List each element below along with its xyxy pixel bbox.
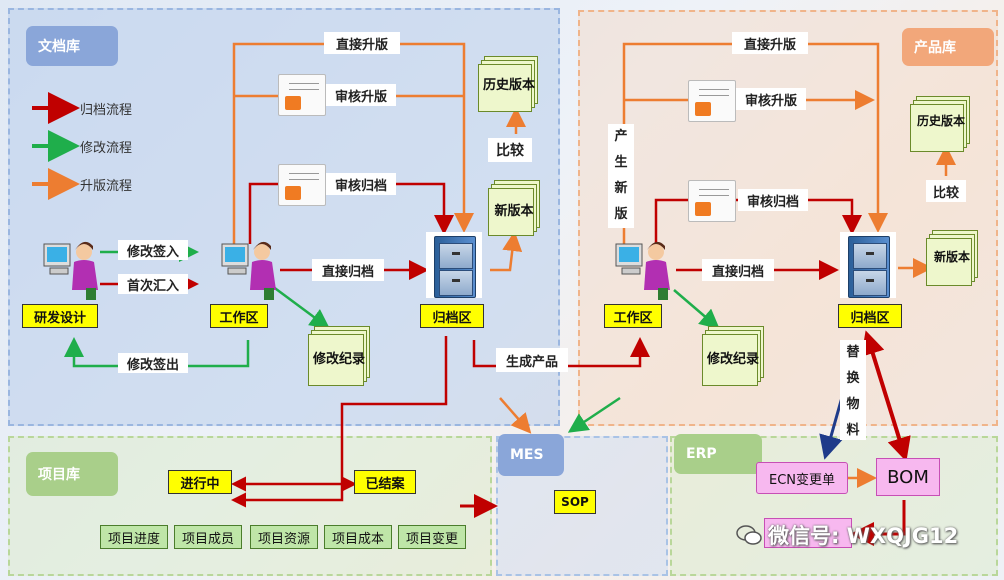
mes-tag: MES	[498, 434, 564, 476]
bom-box: BOM	[876, 458, 940, 496]
prod-direct-archive-label: 直接归档	[702, 259, 774, 281]
prod-compare-label: 比较	[926, 180, 966, 202]
doc-history-version-label: 历史版本	[482, 78, 535, 93]
doc-archive-cabinet-icon	[426, 232, 482, 298]
closed-label: 已结案	[354, 470, 416, 494]
doc-workspace-label: 工作区	[210, 304, 268, 328]
doc-direct-upgrade-label: 直接升版	[324, 32, 400, 54]
prod-new-version-stack: 新版本	[926, 230, 978, 286]
prod-modify-record-label: 修改纪录	[706, 352, 759, 367]
wechat-icon	[736, 525, 762, 545]
erp-pink-box	[764, 518, 852, 548]
project-progress-item: 项目进度	[100, 525, 168, 549]
prod-modify-record-stack: 修改纪录	[702, 326, 764, 386]
prod-workspace-label: 工作区	[604, 304, 662, 328]
modify-checkin-label: 修改签入	[118, 240, 188, 260]
doc-library-tag: 文档库	[26, 26, 118, 66]
doc-direct-archive-label: 直接归档	[312, 259, 384, 281]
prod-archive-label: 归档区	[838, 304, 902, 328]
doc-review-archive-label: 审核归档	[326, 173, 396, 195]
prod-archive-cabinet-icon	[840, 232, 896, 298]
product-library-tag: 产品库	[902, 28, 994, 66]
prod-history-version-label: 历史版本	[916, 114, 965, 128]
erp-tag: ERP	[674, 434, 762, 474]
doc-new-version-label: 新版本	[494, 204, 534, 219]
project-members-item: 项目成员	[174, 525, 242, 549]
doc-modify-record-label: 修改纪录	[312, 352, 365, 367]
prod-review-archive-label: 审核归档	[738, 189, 808, 211]
rd-design-label: 研发设计	[22, 304, 98, 328]
legend-upgrade-flow: 升版流程	[80, 179, 133, 194]
prod-direct-upgrade-label: 直接升版	[732, 32, 808, 54]
doc-archive-label: 归档区	[420, 304, 484, 328]
doc-compare-label: 比较	[488, 138, 532, 162]
in-progress-label: 进行中	[168, 470, 232, 494]
first-import-label: 首次汇入	[118, 274, 188, 294]
prod-review-upgrade-label: 审核升版	[736, 88, 806, 110]
doc-modify-record-stack: 修改纪录	[308, 326, 370, 386]
ecn-change-order-box: ECN变更单	[756, 462, 848, 494]
doc-history-version-stack: 历史版本	[478, 56, 540, 112]
project-cost-item: 项目成本	[324, 525, 392, 549]
wechat-watermark: 微信号: WXQJG12	[768, 524, 959, 548]
prod-review-upgrade-icon	[688, 80, 736, 122]
replace-material-label: 替换物料	[840, 340, 866, 440]
prod-new-version-label: 新版本	[933, 250, 970, 264]
workspace-person-icon	[221, 241, 276, 300]
prod-history-version-stack: 历史版本	[910, 96, 972, 152]
legend-modify-flow: 修改流程	[80, 141, 133, 156]
project-resources-item: 项目资源	[250, 525, 318, 549]
doc-review-upgrade-label: 审核升版	[326, 84, 396, 106]
doc-review-archive-icon	[278, 164, 326, 206]
project-change-item: 项目变更	[398, 525, 466, 549]
sop-label: SOP	[554, 490, 596, 514]
project-library-tag: 项目库	[26, 452, 118, 496]
legend-archive-flow: 归档流程	[80, 103, 133, 118]
doc-new-version-stack: 新版本	[488, 180, 540, 236]
generate-product-label: 生成产品	[496, 348, 568, 372]
doc-review-upgrade-icon	[278, 74, 326, 116]
prod-review-archive-icon	[688, 180, 736, 222]
product-workspace-person-icon	[615, 241, 670, 300]
designer-person-icon	[43, 241, 98, 300]
produce-new-version-label: 产生新版	[608, 124, 634, 228]
modify-checkout-label: 修改签出	[118, 353, 188, 373]
